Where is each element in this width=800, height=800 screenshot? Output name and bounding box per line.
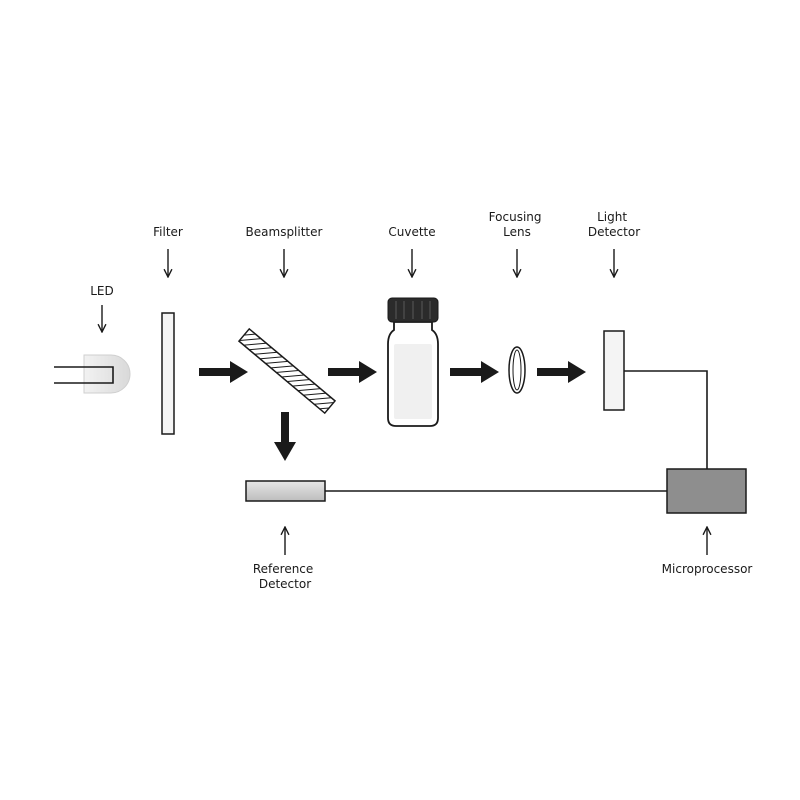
beamsplitter-plate bbox=[237, 327, 337, 415]
cuvette bbox=[387, 297, 439, 427]
label-led: LED bbox=[90, 284, 114, 298]
wires bbox=[325, 370, 708, 492]
microprocessor bbox=[666, 468, 747, 514]
filter bbox=[161, 312, 175, 435]
label-focusing-lens-line2: Lens bbox=[503, 225, 531, 239]
label-reference-detector-line1: Reference bbox=[253, 562, 313, 576]
led-leads bbox=[54, 366, 114, 384]
label-light-detector-line2: Detector bbox=[588, 225, 640, 239]
label-microprocessor: Microprocessor bbox=[662, 562, 753, 576]
label-filter: Filter bbox=[153, 225, 183, 239]
focusing-lens-outer bbox=[508, 346, 526, 394]
light-detector bbox=[603, 330, 625, 411]
light-arrow-beamsplitter-to-reference-detector bbox=[274, 412, 296, 461]
beamsplitter bbox=[237, 327, 337, 415]
led-body bbox=[83, 354, 131, 394]
light-arrow-lens-to-light-detector bbox=[537, 361, 586, 383]
label-focusing-lens-line1: Focusing bbox=[489, 210, 542, 224]
label-beamsplitter: Beamsplitter bbox=[246, 225, 323, 239]
cuvette-cap-ridges bbox=[395, 301, 431, 319]
cuvette-liquid bbox=[394, 344, 432, 419]
light-path-arrows bbox=[199, 361, 586, 461]
light-arrow-cuvette-to-lens bbox=[450, 361, 499, 383]
label-light-detector: Light Detector bbox=[588, 210, 640, 239]
pointer-arrows bbox=[102, 249, 707, 555]
label-focusing-lens: Focusing Lens bbox=[489, 210, 546, 239]
wire-light-detector-to-microprocessor bbox=[624, 370, 708, 469]
label-light-detector-line1: Light bbox=[597, 210, 627, 224]
light-arrow-filter-to-beamsplitter bbox=[199, 361, 248, 383]
label-cuvette: Cuvette bbox=[388, 225, 435, 239]
focusing-lens bbox=[508, 346, 526, 394]
led bbox=[54, 354, 131, 394]
label-reference-detector-line2: Detector bbox=[259, 577, 311, 591]
focusing-lens-inner bbox=[512, 349, 522, 391]
reference-detector bbox=[245, 480, 326, 502]
label-reference-detector: Reference Detector bbox=[253, 562, 317, 591]
light-arrow-beamsplitter-to-cuvette bbox=[328, 361, 377, 383]
